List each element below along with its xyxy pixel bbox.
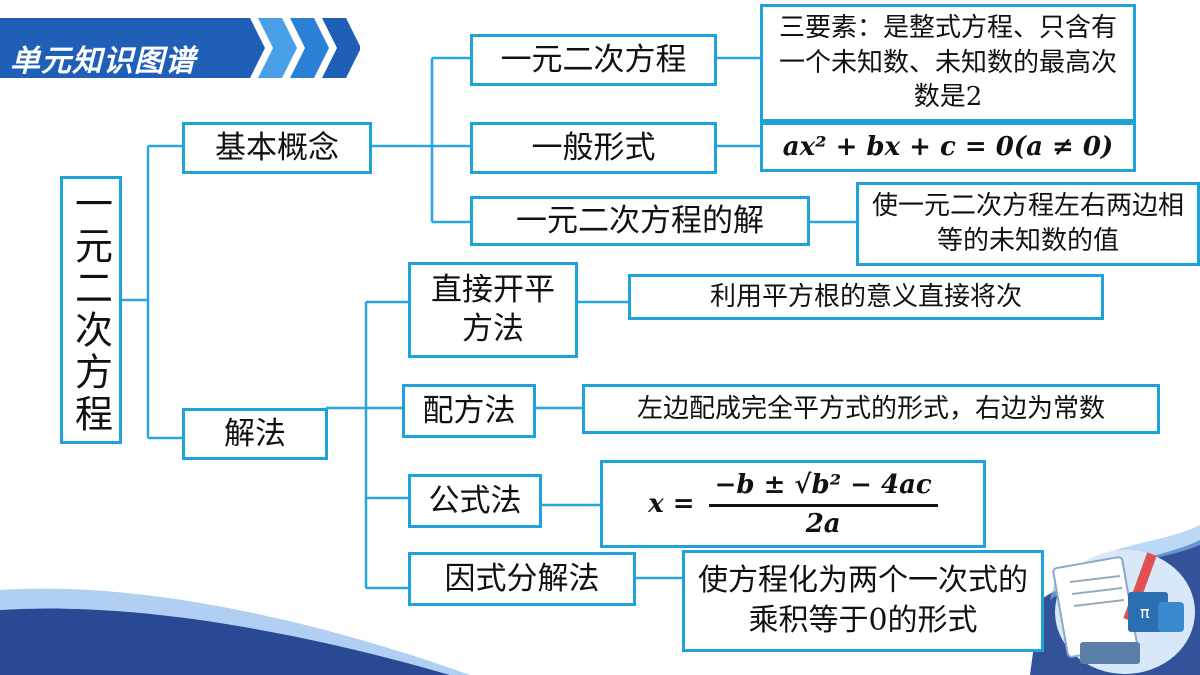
branch-concepts: 基本概念	[182, 122, 372, 174]
math-illustration-icon: π	[1052, 550, 1195, 674]
method-item-label: 配方法	[422, 392, 516, 429]
method-item-label: 公式法	[428, 482, 522, 519]
root-label: 一元二次方程	[68, 184, 113, 436]
method-item-completing-square: 配方法	[402, 384, 536, 438]
banner-shape	[0, 18, 361, 78]
svg-text:π: π	[1140, 603, 1150, 622]
method-item-label: 因式分解法	[444, 560, 600, 597]
root-node: 一元二次方程	[60, 176, 122, 444]
branch-methods: 解法	[182, 408, 328, 460]
formula-denominator: 2a	[805, 508, 841, 539]
banner-title: 单元知识图谱	[10, 44, 196, 79]
concept-item-label: 一般形式	[531, 129, 656, 166]
unit-banner: 单元知识图谱	[0, 14, 361, 86]
method-desc-direct-root: 利用平方根的意义直接将次	[628, 274, 1104, 320]
concept-formula-general-form: ax² + bx + c = 0(a ≠ 0)	[760, 122, 1136, 172]
method-item-formula: 公式法	[408, 474, 542, 528]
concept-item-general-form: 一般形式	[470, 122, 717, 174]
concept-item-solution: 一元二次方程的解	[470, 196, 810, 246]
method-item-direct-root: 直接开平方法	[408, 262, 578, 358]
concept-desc-solution: 使一元二次方程左右两边相等的未知数的值	[856, 182, 1200, 266]
concept-desc-text: 使一元二次方程左右两边相等的未知数的值	[871, 191, 1184, 256]
method-desc-text: 使方程化为两个一次式的乘积等于0的形式	[698, 563, 1028, 638]
method-desc-text: 左边配成完全平方式的形式，右边为常数	[636, 393, 1105, 424]
concept-item-label: 一元二次方程	[500, 41, 687, 78]
method-item-label: 直接开平方法	[431, 272, 555, 347]
method-desc-text: 利用平方根的意义直接将次	[709, 281, 1022, 312]
concept-item-definition: 一元二次方程	[470, 34, 717, 86]
concept-item-label: 一元二次方程的解	[516, 202, 764, 239]
formula-lhs: x =	[648, 489, 695, 519]
formula-fraction: −b ± √b² − 4ac 2a	[708, 470, 938, 539]
formula-numerator: −b ± √b² − 4ac	[708, 470, 938, 507]
method-formula-quadratic: x = −b ± √b² − 4ac 2a	[600, 460, 986, 548]
method-item-factoring: 因式分解法	[408, 552, 636, 606]
branch-concepts-label: 基本概念	[215, 129, 339, 166]
concept-desc-text: 三要素：是整式方程、只含有一个未知数、未知数的最高次数是2	[778, 13, 1117, 113]
branch-methods-label: 解法	[224, 415, 286, 452]
method-desc-factoring: 使方程化为两个一次式的乘积等于0的形式	[682, 550, 1044, 652]
general-form-formula: ax² + bx + c = 0(a ≠ 0)	[782, 132, 1114, 162]
concept-desc-definition: 三要素：是整式方程、只含有一个未知数、未知数的最高次数是2	[760, 4, 1136, 122]
method-desc-completing-square: 左边配成完全平方式的形式，右边为常数	[582, 384, 1160, 434]
